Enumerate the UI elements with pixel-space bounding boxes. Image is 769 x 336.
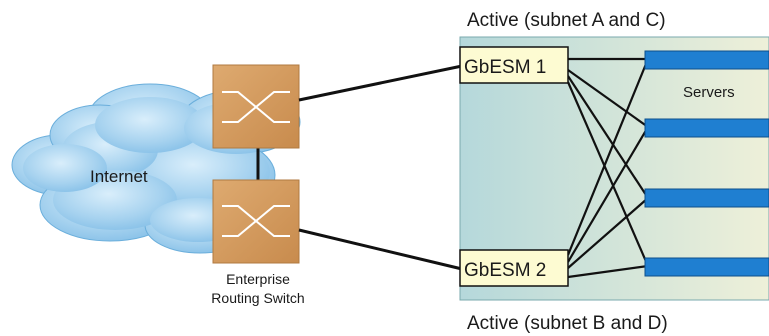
routing-switch-caption-line1: Enterprise: [226, 271, 290, 287]
chassis-bottom-label: Active (subnet B and D): [467, 313, 668, 334]
gbesm-2-module: GbESM 2: [459, 249, 569, 287]
gbesm-1-module: GbESM 1: [459, 46, 569, 84]
internet-label: Internet: [90, 167, 148, 186]
servers-label: Servers: [683, 84, 735, 101]
gbesm-1-label: GbESM 1: [464, 57, 546, 78]
server-2: [644, 118, 769, 138]
server-4: [644, 257, 769, 277]
upper-router-switch-icon: [212, 64, 300, 149]
lower-router-switch-icon: [212, 179, 300, 264]
server-bars: [644, 50, 769, 277]
gbesm-2-label: GbESM 2: [464, 260, 546, 281]
routing-switch-caption-line2: Routing Switch: [211, 290, 304, 306]
server-1: [644, 50, 769, 70]
server-3: [644, 188, 769, 208]
uplink-line-top: [298, 64, 463, 102]
uplink-line-bottom: [298, 228, 463, 271]
chassis-top-label: Active (subnet A and C): [467, 10, 666, 31]
cross-connect-lines: [566, 57, 650, 279]
